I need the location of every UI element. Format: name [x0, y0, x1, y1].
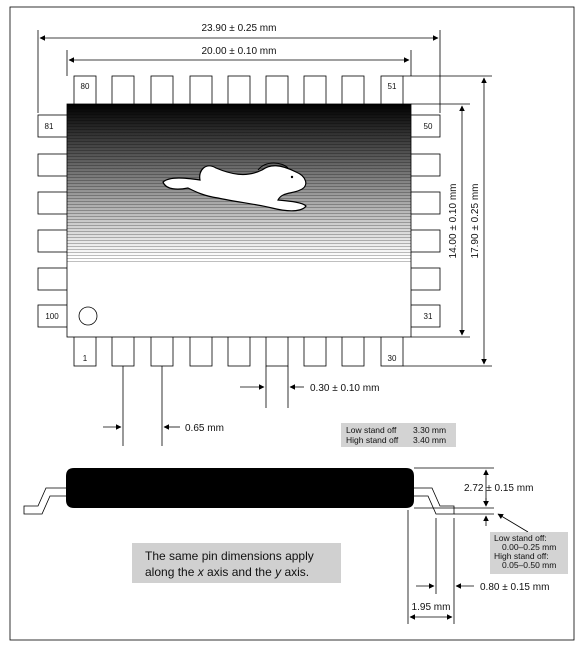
dim-pin-width: 0.30 ± 0.10 mm [310, 383, 379, 394]
pin-top-6 [265, 75, 289, 107]
pin-top-7 [303, 75, 327, 107]
pin-right-5 [409, 267, 441, 291]
standoff-low-title: Low stand off: [494, 533, 547, 543]
standoff-box [341, 423, 456, 447]
pin-label-81: 81 [45, 122, 54, 131]
drawing-frame [9, 6, 575, 641]
pin-right-3 [409, 191, 441, 215]
standoff-low-value: 3.30 mm [413, 425, 446, 435]
pin-bottom-3 [150, 335, 174, 367]
pin-bottom-5 [227, 335, 251, 367]
left-pin-column [37, 114, 69, 328]
standoff-leader [497, 513, 529, 533]
pin-bottom-4 [189, 335, 213, 367]
pin-number-labels: 80 51 81 50 100 31 1 30 [45, 82, 433, 363]
pin-top-2 [111, 75, 135, 107]
pin-left-3 [37, 191, 69, 215]
pin-right-2 [409, 153, 441, 177]
pin-left-4 [37, 229, 69, 253]
dim-foot-length: 0.80 ± 0.15 mm [480, 582, 549, 593]
pin-bottom-2 [111, 335, 135, 367]
pin-top-3 [150, 75, 174, 107]
pin-top-8 [341, 75, 365, 107]
top-pin-row [73, 75, 404, 107]
pin-left-2 [37, 153, 69, 177]
standoff-high-label: High stand off [346, 435, 399, 445]
pin1-dot [78, 306, 98, 326]
standoff-low-range: 0.00–0.25 mm [502, 542, 556, 552]
pin-bottom-8 [341, 335, 365, 367]
rabbit-eye-icon [290, 175, 294, 179]
pin-top-4 [189, 75, 213, 107]
dim-lead-length: 1.95 mm [412, 602, 451, 613]
standoff-low-label: Low stand off [346, 425, 397, 435]
pin-top-9 [380, 75, 404, 107]
pin-left-5 [37, 267, 69, 291]
pin-label-31: 31 [424, 312, 433, 321]
pin-label-30: 30 [388, 354, 397, 363]
pin-note-box [132, 543, 341, 583]
dim-overall-height: 17.90 ± 0.25 mm [470, 184, 481, 259]
pin-bottom-7 [303, 335, 327, 367]
rabbit-logo-icon [162, 165, 307, 212]
pin-top-1 [73, 75, 97, 107]
pin-bottom-6 [265, 335, 289, 367]
right-lead [407, 487, 455, 515]
standoff-note-box [490, 532, 568, 574]
dim-thickness: 2.72 ± 0.15 mm [464, 483, 533, 494]
pin-note-line1: The same pin dimensions apply [145, 549, 314, 563]
dim-pin-pitch: 0.65 mm [185, 423, 224, 434]
rabbit-ear-icon [257, 162, 289, 171]
dim-body-width: 20.00 ± 0.10 mm [202, 46, 277, 57]
pin-label-100: 100 [45, 312, 59, 321]
pin-label-51: 51 [388, 82, 397, 91]
pin-right-4 [409, 229, 441, 253]
pin-note-line2: along the x axis and the y axis. [145, 565, 309, 579]
bottom-pin-row [73, 335, 404, 367]
pin-label-50: 50 [424, 122, 433, 131]
dim-overall-width: 23.90 ± 0.25 mm [202, 23, 277, 34]
pin-label-1: 1 [83, 354, 88, 363]
dim-body-height: 14.00 ± 0.10 mm [448, 184, 459, 259]
left-lead [23, 487, 71, 515]
standoff-high-value: 3.40 mm [413, 435, 446, 445]
package-body-side [66, 468, 414, 508]
pin-top-5 [227, 75, 251, 107]
standoff-high-range: 0.05–0.50 mm [502, 560, 556, 570]
standoff-high-title: High stand off: [494, 551, 549, 561]
pin-label-80: 80 [81, 82, 90, 91]
right-pin-column [409, 114, 441, 328]
